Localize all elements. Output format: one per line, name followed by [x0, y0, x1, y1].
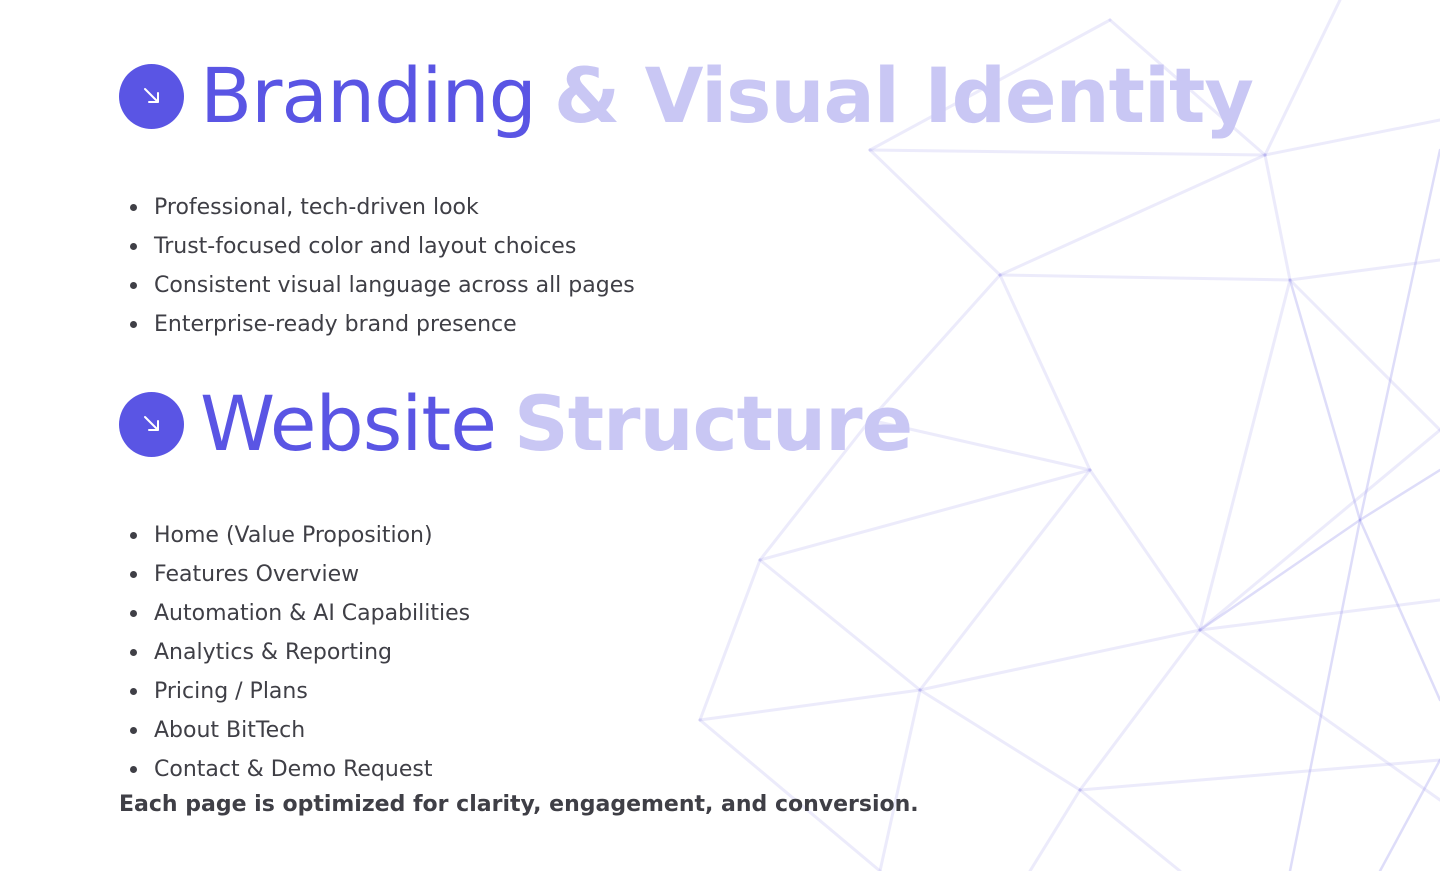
list-item-text: Professional, tech-driven look [154, 195, 479, 220]
list-item: Home (Value Proposition) [130, 516, 470, 555]
list-item: About BitTech [130, 711, 470, 750]
bullet-icon [130, 688, 137, 695]
list-item-text: Home (Value Proposition) [154, 523, 433, 548]
arrow-down-right-icon [119, 391, 184, 457]
bullet-icon [130, 649, 137, 656]
list-item-text: Trust-focused color and layout choices [154, 234, 577, 259]
list-item-text: Analytics & Reporting [154, 640, 392, 665]
list-item-text: Pricing / Plans [154, 679, 308, 704]
bullet-icon [130, 571, 137, 578]
list-item-text: Enterprise-ready brand presence [154, 312, 517, 337]
website-structure-bullet-list: Home (Value Proposition) Features Overvi… [130, 516, 470, 789]
list-item-text: Features Overview [154, 562, 360, 587]
bullet-icon [130, 766, 137, 773]
section-title-strong: Branding [200, 51, 537, 140]
bullet-icon [130, 282, 137, 289]
section-title-soft: & Visual Identity [553, 51, 1254, 140]
bullet-icon [130, 321, 137, 328]
list-item: Pricing / Plans [130, 672, 470, 711]
list-item: Trust-focused color and layout choices [130, 227, 635, 266]
list-item-text: Consistent visual language across all pa… [154, 273, 635, 298]
list-item: Enterprise-ready brand presence [130, 305, 635, 344]
section-title-strong: Website [200, 379, 497, 468]
list-item-text: Contact & Demo Request [154, 757, 433, 782]
closing-note: Each page is optimized for clarity, enga… [119, 792, 919, 817]
bullet-icon [130, 243, 137, 250]
branding-bullet-list: Professional, tech-driven look Trust-foc… [130, 188, 635, 344]
list-item: Automation & AI Capabilities [130, 594, 470, 633]
list-item-text: About BitTech [154, 718, 306, 743]
section-heading-website-structure: Website Structure [119, 379, 913, 468]
list-item: Professional, tech-driven look [130, 188, 635, 227]
bullet-icon [130, 610, 137, 617]
bullet-icon [130, 204, 137, 211]
list-item: Analytics & Reporting [130, 633, 470, 672]
arrow-down-right-icon [119, 63, 184, 129]
section-heading-branding: Branding & Visual Identity [119, 51, 1254, 140]
list-item: Contact & Demo Request [130, 750, 470, 789]
list-item-text: Automation & AI Capabilities [154, 601, 471, 626]
section-title-soft: Structure [513, 379, 913, 468]
bullet-icon [130, 532, 137, 539]
list-item: Consistent visual language across all pa… [130, 266, 635, 305]
bullet-icon [130, 727, 137, 734]
list-item: Features Overview [130, 555, 470, 594]
